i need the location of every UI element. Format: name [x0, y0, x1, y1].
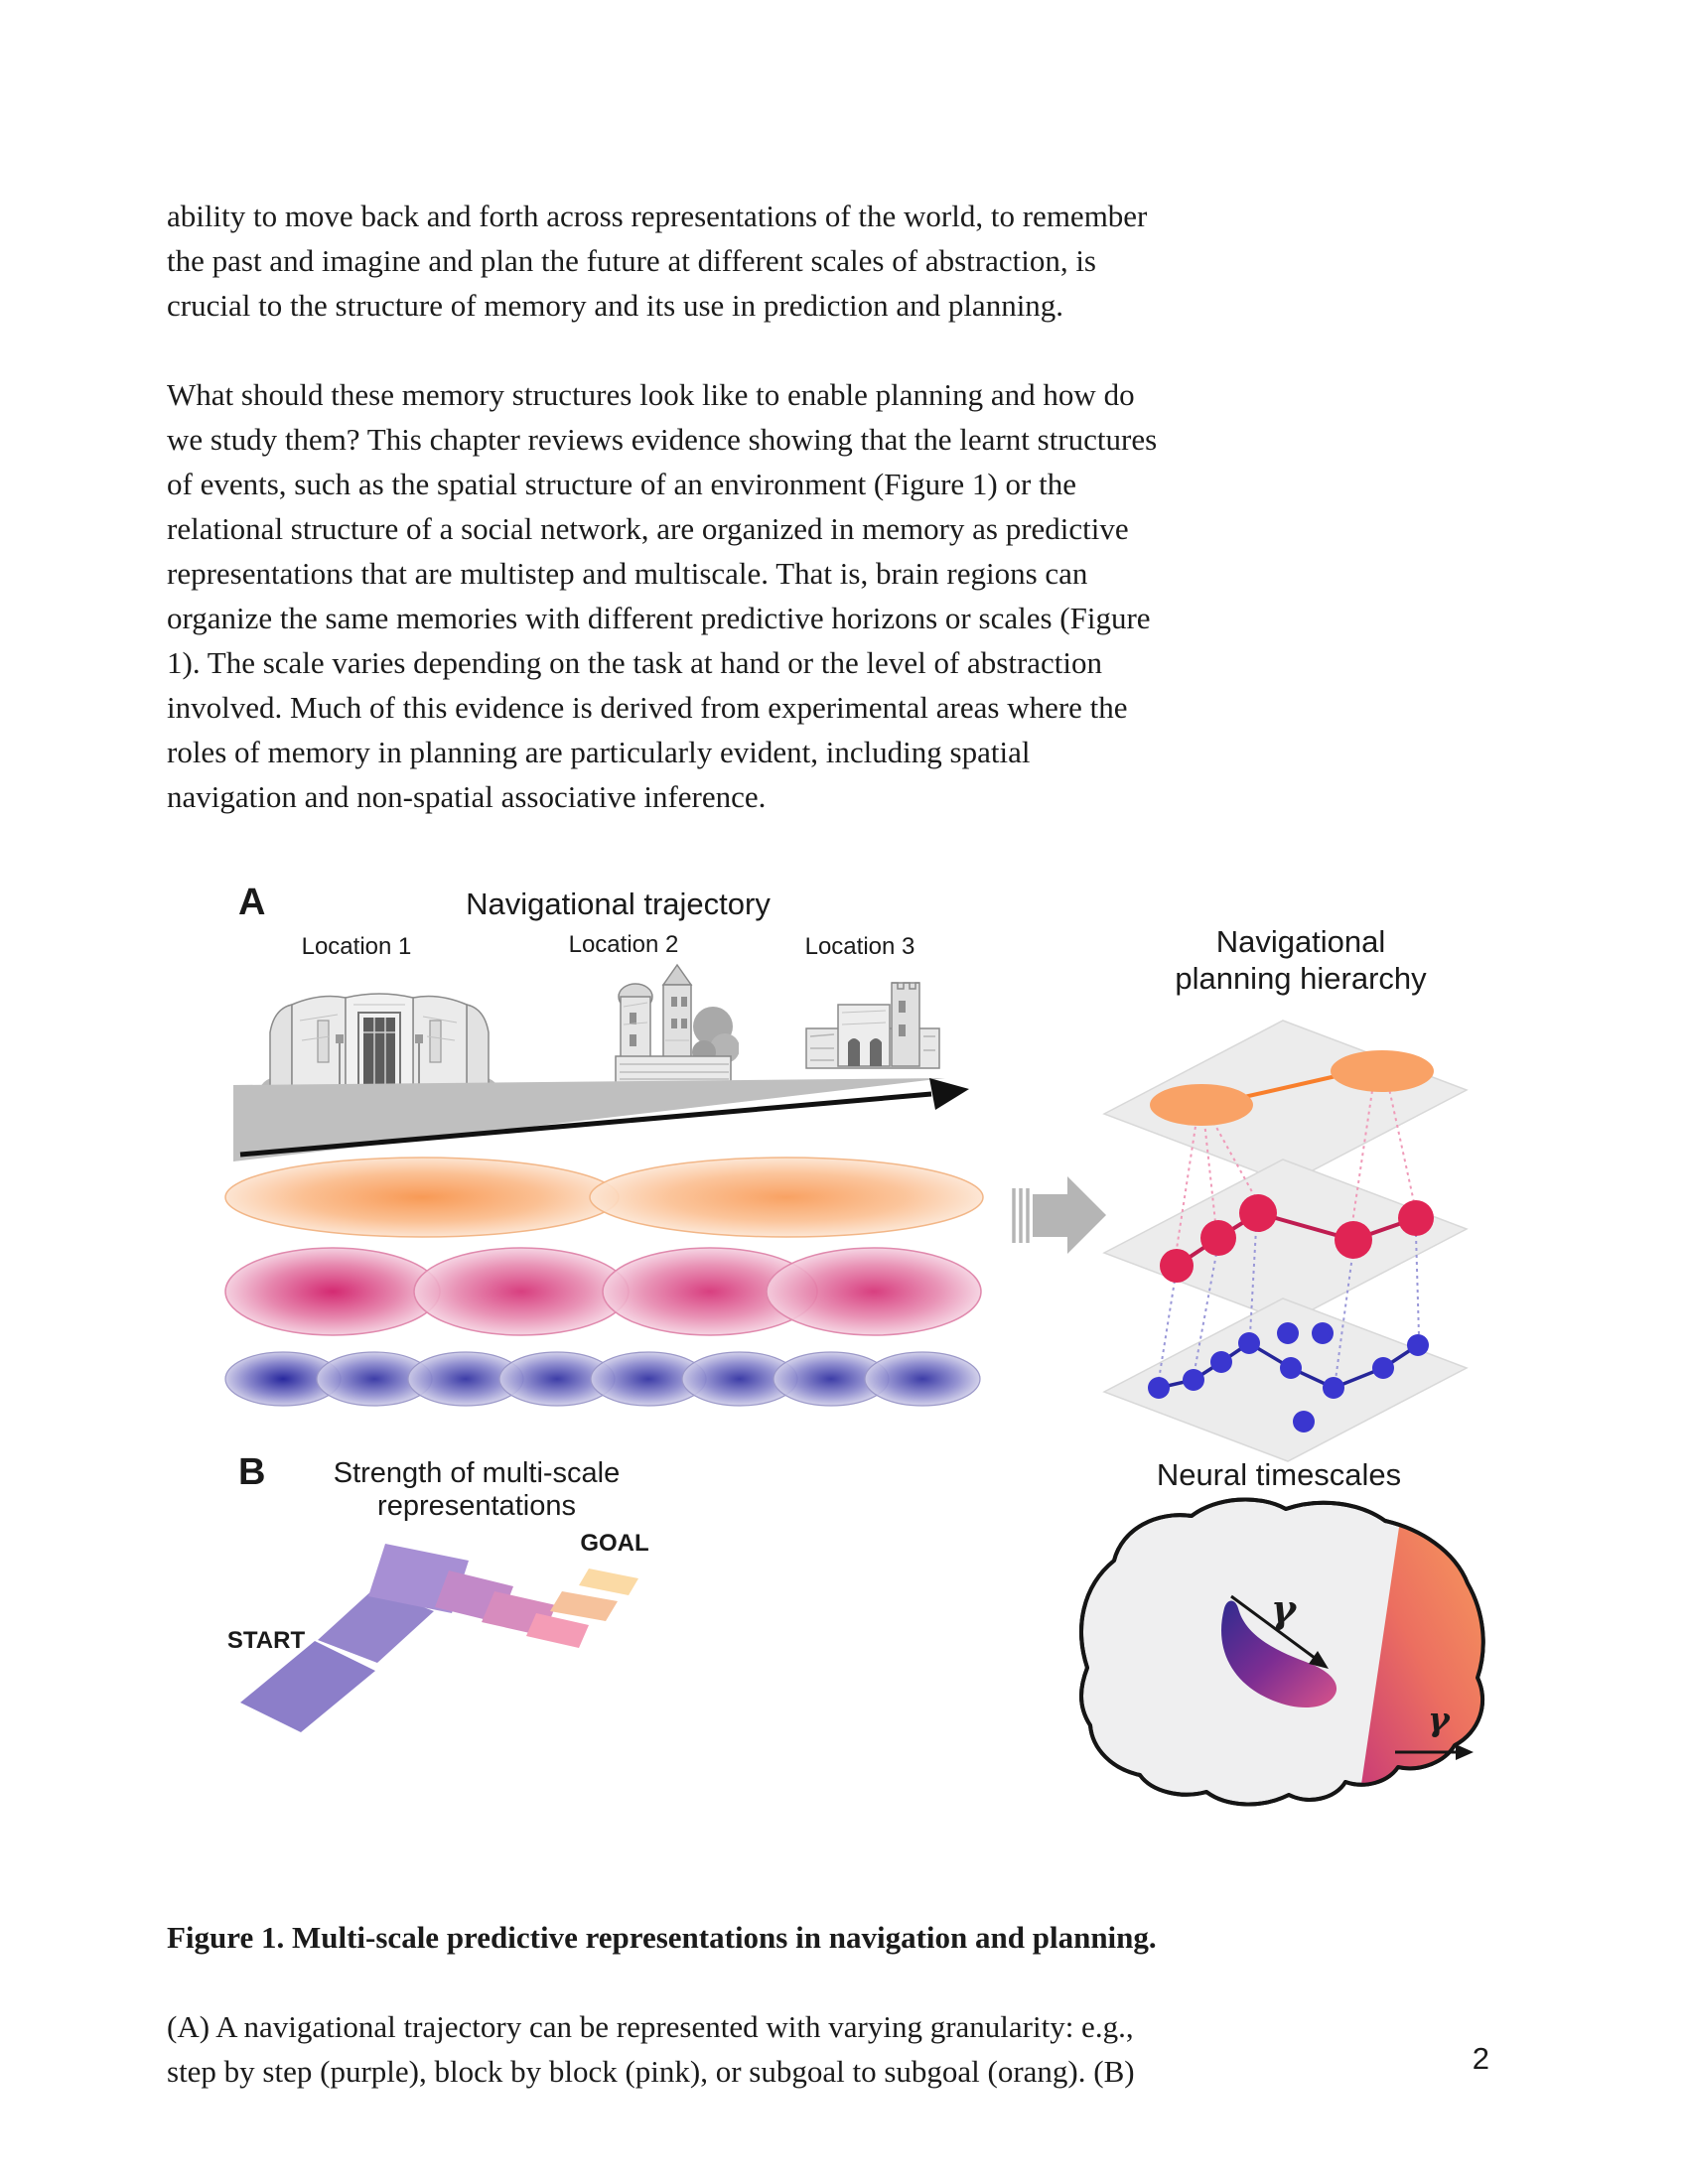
paragraph-1: ability to move back and forth across re… — [167, 199, 1148, 323]
figure-caption-body: (A) A navigational trajectory can be rep… — [167, 2009, 1135, 2089]
red-nodes — [1160, 1194, 1434, 1283]
location-2-sketch — [615, 963, 739, 1085]
transform-arrow-icon — [1012, 1176, 1106, 1254]
page-number: 2 — [1472, 2041, 1489, 2076]
figure-caption-title: Figure 1. Multi-scale predictive represe… — [167, 1920, 1157, 1955]
orange-node — [1331, 1050, 1434, 1092]
location-2-label: Location 2 — [568, 931, 679, 958]
gamma-symbol-cortex: γ — [1428, 1700, 1450, 1738]
paragraph-2: What should these memory structures look… — [167, 377, 1158, 814]
figure-1: A Navigational trajectory Location 1 Loc… — [0, 854, 1688, 1856]
location-1-sketch — [260, 993, 498, 1107]
gamma-symbol-hippocampus: γ — [1271, 1586, 1297, 1631]
start-label: START — [226, 1627, 306, 1654]
gamma-arrow-hippocampus — [1230, 1594, 1329, 1669]
figure-graphics — [224, 963, 1485, 1807]
figure-caption: Figure 1. Multi-scale predictive represe… — [167, 1870, 1448, 2138]
panel-a-label: A — [238, 882, 266, 923]
gamma-arrow-cortex — [1395, 1744, 1474, 1760]
hierarchy-middle-plane — [1102, 1159, 1469, 1323]
planning-hierarchy-diagram — [1102, 1020, 1469, 1462]
hierarchy-bottom-plane — [1102, 1297, 1469, 1462]
multiscale-ellipse-rows — [224, 1157, 984, 1407]
panel-b-title: Strength of multi-scale representations — [333, 1457, 621, 1522]
orange-to-red-links — [1176, 1083, 1415, 1250]
hippocampus-gradient — [1221, 1600, 1337, 1708]
panel-a-title: Navigational trajectory — [466, 887, 771, 921]
brain-diagram — [1079, 1497, 1485, 1807]
subgoal-scale-row — [224, 1157, 984, 1238]
neural-timescales-title: Neural timescales — [1156, 1457, 1402, 1492]
blue-nodes — [1148, 1322, 1429, 1433]
panel-b-label: B — [238, 1451, 266, 1493]
goal-label: GOAL — [580, 1530, 649, 1557]
step-scale-row — [224, 1351, 981, 1407]
orange-node — [1150, 1084, 1253, 1126]
location-3-label: Location 3 — [804, 933, 915, 960]
location-3-sketch — [805, 982, 940, 1069]
tile-path-diagram — [240, 1544, 638, 1732]
trajectory-wedge-arrow — [233, 1078, 969, 1161]
location-1-label: Location 1 — [301, 933, 412, 960]
block-scale-row — [224, 1247, 982, 1336]
red-to-blue-links — [1158, 1228, 1420, 1381]
hierarchy-title: Navigational planning hierarchy — [1175, 924, 1427, 996]
